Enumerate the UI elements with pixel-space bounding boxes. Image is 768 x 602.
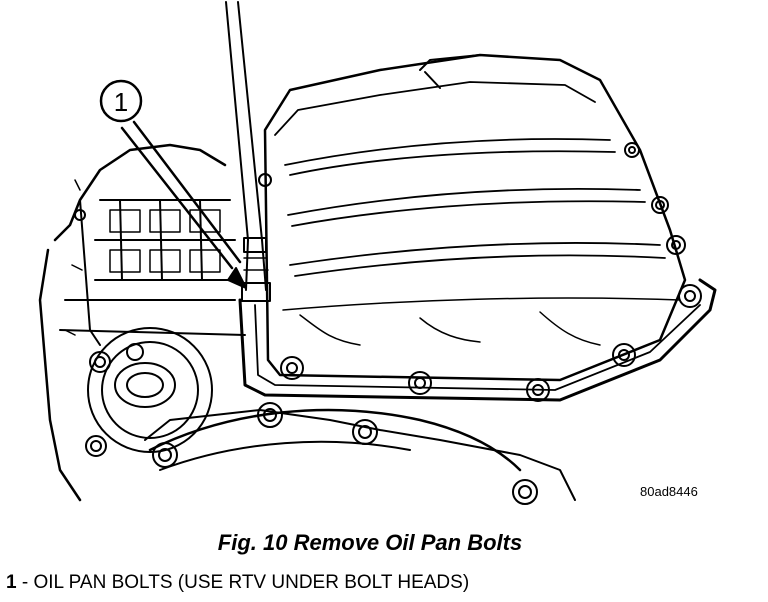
oil-pan — [263, 53, 687, 382]
callout-1-number: 1 — [114, 87, 128, 117]
dipstick-tube — [225, 1, 271, 302]
legend-separator: - — [16, 572, 34, 593]
oil-pan-bolt — [526, 378, 550, 402]
oil-pan-bolt — [408, 371, 432, 395]
oil-pan-bolt — [678, 284, 702, 308]
oil-pan-bolt — [624, 142, 640, 158]
bell-housing — [144, 402, 576, 505]
callout-1: 1 — [99, 79, 143, 123]
oil-pan-bolt — [666, 235, 686, 255]
oil-pan-illustration: 1 — [38, 1, 717, 505]
legend-text: OIL PAN BOLTS (USE RTV UNDER BOLT HEADS) — [33, 572, 470, 593]
drawing-id: 80ad8446 — [640, 484, 698, 499]
oil-pan-bolts — [280, 142, 702, 402]
transmission-case — [38, 143, 246, 502]
legend-number: 1 — [6, 572, 17, 593]
callout-leader-arrow — [120, 120, 247, 289]
case-bolts — [74, 173, 272, 457]
legend-item: 1 - OIL PAN BOLTS (USE RTV UNDER BOLT HE… — [6, 572, 469, 594]
oil-pan-flange — [238, 278, 717, 402]
figure-title: Fig. 10 Remove Oil Pan Bolts — [217, 530, 523, 555]
output-shaft-bore — [87, 327, 213, 453]
oil-pan-bolt — [651, 196, 669, 214]
oil-pan-bolt — [612, 343, 636, 367]
oil-pan-bolt — [280, 356, 304, 380]
